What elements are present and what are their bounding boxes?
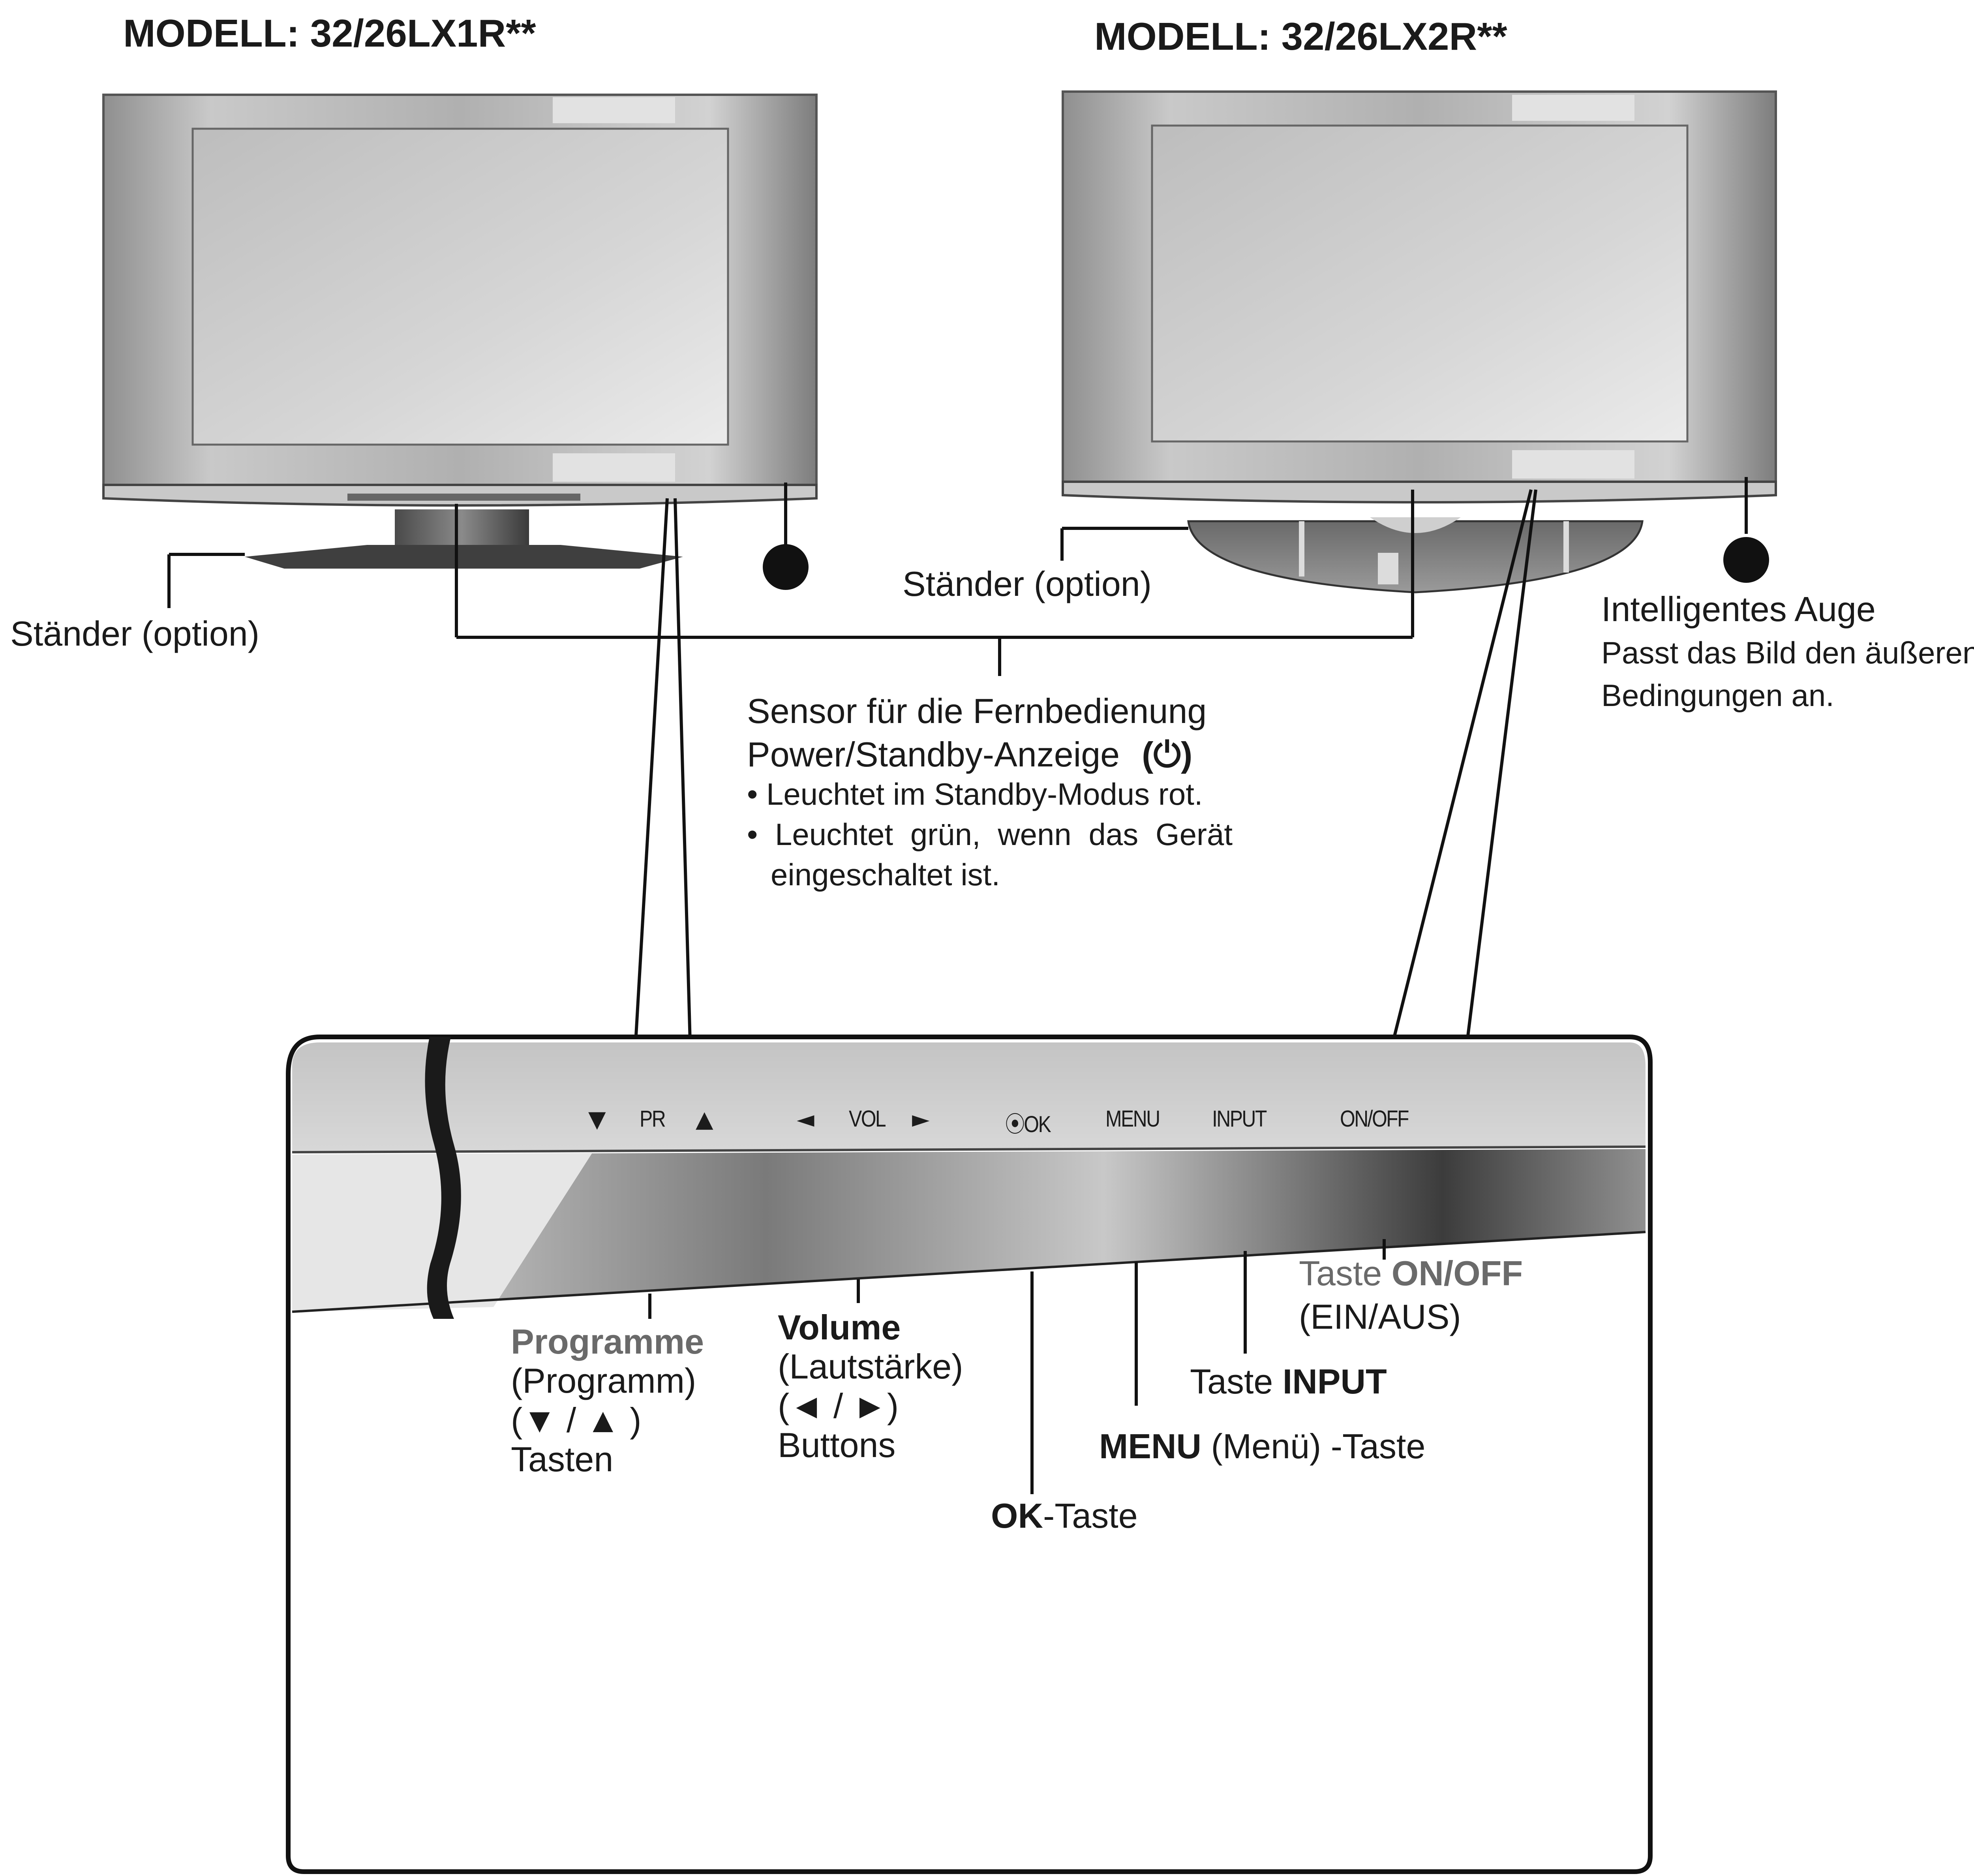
onoff-line2: (EIN/AUS) [1299,1297,1461,1336]
intelligent-eye-desc-1: Passt das Bild den äußeren [1601,635,1974,670]
menu-callout: MENU (Menü) -Taste [1099,1427,1425,1466]
on-bullet-line2: eingeschaltet ist. [771,857,1000,892]
panel-menu-label: MENU [1105,1106,1160,1132]
ok-callout: OK-Taste [991,1496,1138,1536]
tv-left [102,94,818,569]
model-title-right: MODELL: 32/26LX2R** [1094,15,1507,58]
model-title-left: MODELL: 32/26LX1R** [123,11,536,55]
panel-pr-label: PR [640,1106,666,1132]
panel-vol-label: VOL [849,1106,886,1132]
vol-left-icon: ◄ [797,1106,814,1132]
panel-leader-lines [648,1239,1386,1494]
sensor-label: Sensor für die Fernbedienung [747,691,1207,730]
pr-up-icon: ▲ [696,1106,713,1132]
volume-paren: (Lautstärke) [778,1347,963,1386]
on-bullet-line1: • Leuchtet grün, wenn das Gerät [747,817,1233,852]
stand-label-left: Ständer (option) [10,614,260,653]
pr-down-icon: ▼ [588,1106,606,1132]
programme-paren: (Programm) [511,1361,696,1401]
onoff-callout: Taste ON/OFF (EIN/AUS) [1299,1252,1523,1339]
leader-lines [167,477,1748,1043]
standby-bullet: • Leuchtet im Standby-Modus rot. [747,777,1203,811]
power-indicator-text: Power/Standby-Anzeige [747,735,1120,774]
stand-label-right: Ständer (option) [903,564,1152,603]
power-indicator-label: Power/Standby-Anzeige (⏻) [747,735,1192,774]
panel-onoff-label: ON/OFF [1340,1106,1409,1132]
panel-input-label: INPUT [1212,1106,1267,1132]
intelligent-eye-desc-2: Bedingungen an. [1601,678,1834,713]
ok-name: OK [991,1496,1043,1535]
ok-suffix: -Taste [1043,1496,1138,1535]
tv-right [1062,90,1777,593]
volume-keys: (◄ / ►) [778,1386,899,1425]
programme-name: Programme [511,1322,704,1361]
input-name: INPUT [1282,1362,1387,1401]
intelligent-eye-dot-left [763,544,809,590]
intelligent-eye-title: Intelligentes Auge [1601,590,1876,629]
power-icon: (⏻) [1142,735,1193,774]
intelligent-eye-dot-right [1723,537,1769,583]
input-prefix: Taste [1190,1362,1283,1401]
control-panel-illustration [286,1035,1653,1874]
vol-right-icon: ► [912,1106,930,1132]
onoff-prefix: Taste [1299,1254,1392,1293]
volume-word: Buttons [778,1425,896,1465]
onoff-name: ON/OFF [1391,1254,1523,1293]
volume-callout: Volume (Lautstärke) (◄ / ►) Buttons [778,1308,963,1465]
programme-keys: (▼ / ▲ ) [511,1400,642,1440]
input-callout: Taste INPUT [1190,1362,1387,1401]
menu-suffix: (Menü) -Taste [1201,1427,1426,1466]
menu-name: MENU [1099,1427,1202,1466]
programme-callout: Programme (Programm) (▼ / ▲ ) Tasten [511,1322,704,1479]
volume-name: Volume [778,1308,901,1347]
panel-ok-label: ⦿OK [1005,1112,1051,1137]
programme-word: Tasten [511,1440,614,1479]
